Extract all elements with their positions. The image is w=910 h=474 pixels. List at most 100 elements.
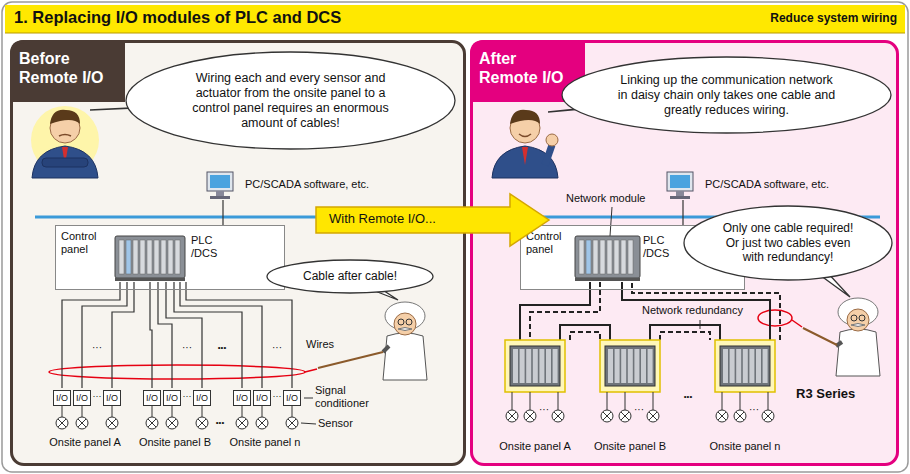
text-wrap: Onsite panel A	[49, 436, 121, 449]
card	[168, 240, 173, 274]
sensor-cross	[108, 419, 116, 427]
label-wrap: ···	[270, 342, 284, 354]
label-wrap: Wires	[306, 338, 334, 351]
businessman	[32, 110, 98, 178]
ellipsis: •••	[216, 343, 228, 353]
rail	[575, 278, 640, 281]
card	[614, 240, 619, 274]
card	[586, 240, 591, 274]
text-wrap: Linking up the communication network in …	[614, 73, 839, 118]
panel-heading: After Remote I/O	[479, 49, 579, 87]
sensor-wire	[112, 406, 113, 417]
leader-line	[305, 369, 317, 372]
card	[600, 240, 605, 274]
bubble-outline	[562, 57, 891, 133]
module-card	[723, 349, 728, 383]
transition-arrow: With Remote I/O...	[315, 192, 550, 248]
rail	[115, 278, 185, 281]
sensor-wire	[242, 406, 243, 417]
pc-label: PC/SCADA software, etc.	[245, 178, 420, 191]
bubble-text: Only one cable required! Or just two cab…	[718, 221, 858, 264]
ellipsis: •••	[684, 392, 692, 402]
module-card	[539, 349, 544, 383]
sensor-symbol	[76, 417, 88, 429]
card	[140, 240, 145, 274]
panel-label: Onsite panel n	[710, 440, 781, 453]
text-wrap: Control panel	[526, 230, 574, 256]
module-card	[756, 349, 761, 383]
module-card	[743, 349, 748, 383]
plc-image	[575, 232, 640, 282]
text-wrap: PC/SCADA software, etc.	[245, 178, 420, 191]
cable	[650, 325, 720, 340]
label-wrap: ···	[93, 391, 102, 402]
sensor-wire	[653, 392, 654, 410]
panel-label: Onsite panel A	[49, 436, 121, 449]
module-card	[621, 349, 626, 383]
sensor-wire	[512, 392, 513, 410]
sensor-wire	[722, 392, 723, 410]
module-card	[553, 349, 558, 383]
module-card	[641, 349, 646, 383]
sensor-wire	[82, 406, 83, 417]
sensor-wire	[625, 392, 626, 410]
title-wrap: 1. Replacing I/O modules of PLC and DCS	[14, 8, 341, 28]
module-card	[628, 349, 633, 383]
ellipsis: ···	[270, 342, 284, 354]
sensor-wire	[172, 406, 173, 417]
label-wrap: ···	[90, 342, 104, 354]
ellipsis: ···	[183, 391, 192, 402]
label-wrap: ···	[539, 404, 549, 416]
part-label: Sensor	[318, 417, 353, 430]
module-card	[763, 349, 768, 383]
series-label: R3 Series	[796, 386, 855, 402]
r3-unit: Onsite panel A	[490, 340, 580, 458]
sensor-cross	[764, 412, 772, 420]
label-wrap: •••	[684, 392, 692, 402]
panel-label: Control panel	[61, 230, 109, 256]
redundant-cable	[632, 282, 780, 340]
io-cell: I/O	[193, 390, 211, 406]
label-wrap: ···	[180, 342, 194, 354]
card	[175, 240, 180, 274]
module-body	[510, 346, 560, 386]
title: 1. Replacing I/O modules of PLC and DCS	[14, 8, 341, 28]
sensor-cross	[148, 419, 156, 427]
sensor-wire	[558, 392, 559, 410]
sensor-symbol	[286, 417, 298, 429]
part-label: Network module	[566, 192, 645, 205]
text-wrap: I/O	[233, 390, 251, 406]
label-wrap: ···	[634, 404, 644, 416]
pc-node: PC/SCADA software, etc.	[665, 170, 885, 200]
sensor-cross	[78, 419, 86, 427]
speech-bubble: Only one cable required! Or just two cab…	[683, 205, 893, 281]
text-wrap: I/O	[193, 390, 211, 406]
pointer-stick	[803, 328, 837, 345]
sensor-wire	[768, 392, 769, 410]
ellipsis: ···	[180, 342, 194, 354]
panel-ground	[10, 40, 466, 466]
professor	[836, 298, 880, 376]
io-cell: I/O	[233, 390, 251, 406]
title-bar	[5, 5, 905, 33]
label-wrap: Network redundancy	[640, 304, 745, 317]
sensor-wire	[262, 406, 263, 417]
text-wrap: I/O	[73, 390, 91, 406]
redundant-cable	[660, 332, 710, 340]
text-wrap: I/O	[143, 390, 161, 406]
text-wrap: Only one cable required! Or just two cab…	[718, 221, 858, 264]
panel-label: Control panel	[526, 230, 574, 256]
sensor-wire	[530, 392, 531, 410]
module-card	[608, 349, 613, 383]
redundant-cable	[570, 332, 600, 340]
rack	[575, 236, 640, 278]
onsite-panel: I/OI/OI/OOnsite panel B	[135, 388, 215, 452]
sensor-symbol	[506, 410, 518, 422]
sensor-wire	[740, 392, 741, 410]
control-panel: Control panelPLC /DCS	[55, 225, 285, 290]
cable	[62, 282, 134, 388]
cable	[174, 282, 292, 388]
bubble-text: Cable after cable!	[295, 269, 405, 283]
onsite-panel: I/OI/OI/OOnsite panel n	[225, 388, 305, 452]
